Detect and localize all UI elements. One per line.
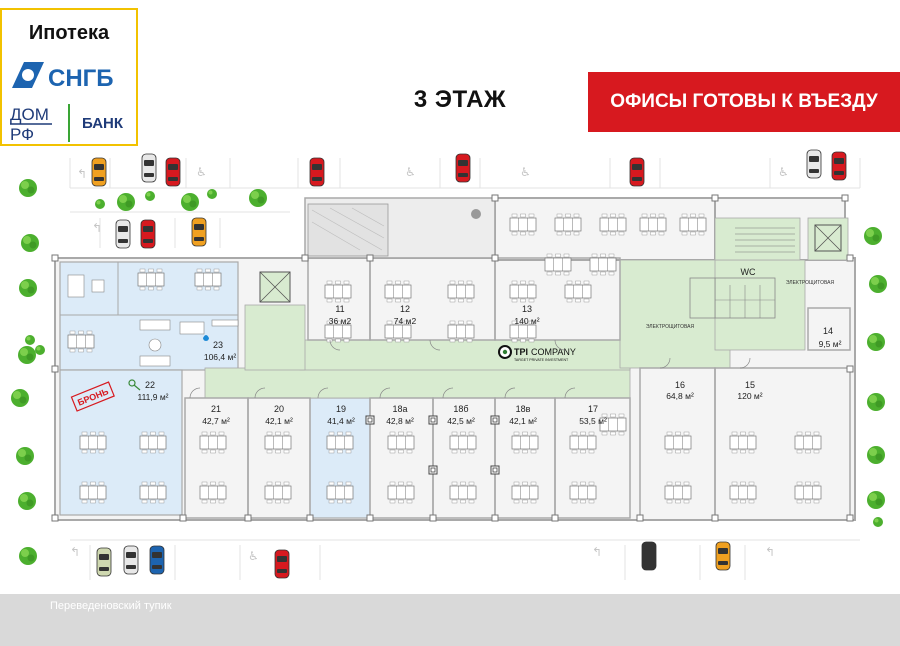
room-16-area: 64,8 м² <box>666 391 694 401</box>
domrf-bank-word: БАНК <box>82 115 124 132</box>
room-11-area: 36 м2 <box>329 316 352 326</box>
room-23-area: 106,4 м² <box>204 352 236 362</box>
room-22-area: 111,9 м² <box>137 392 168 402</box>
courtyard-planter <box>307 203 389 257</box>
svg-text:♿: ♿ <box>196 165 207 179</box>
room-18b-area: 42,5 м² <box>447 416 475 426</box>
room-23-number: 23 <box>213 340 223 350</box>
room-14-number: 14 <box>823 326 833 336</box>
mortgage-label: Ипотека <box>28 22 110 44</box>
key-icon <box>128 379 141 391</box>
svg-text:↰: ↰ <box>70 545 80 559</box>
room-20-number: 20 <box>274 404 284 414</box>
parking-markings <box>69 158 861 580</box>
room-13-area: 140 м² <box>514 316 539 326</box>
room-12-area: 74 м2 <box>394 316 417 326</box>
svg-text:♿: ♿ <box>778 165 789 179</box>
bank-logos-panel: Ипотека СНГБ ДОМ РФ БАНК <box>0 8 138 146</box>
stairs <box>735 227 795 253</box>
room-17-number: 17 <box>588 404 598 414</box>
svg-text:↰: ↰ <box>592 545 602 559</box>
street <box>0 594 900 646</box>
svg-text:ЭЛЕКТРОЩИТОВАЯ: ЭЛЕКТРОЩИТОВАЯ <box>646 324 695 330</box>
water-cooler-icon <box>203 335 209 341</box>
room-21-number: 21 <box>211 404 221 414</box>
floor-title: 3 ЭТАЖ <box>413 86 507 113</box>
domrf-bank-logo: ДОМ РФ БАНК <box>10 104 124 144</box>
parking-symbols: ↰ ↰ ↰ ↰ ↰ ♿ ♿ ♿ ♿ ♿ <box>70 165 789 563</box>
floor-plan: WC ЭЛЕКТРОЩИТОВАЯ ЭЛЕКТРОЩИТОВАЯ <box>11 149 887 580</box>
room-18v-area: 42,1 м² <box>509 416 537 426</box>
tenant-logo-word: COMPANY <box>531 347 576 357</box>
room-18v-number: 18в <box>516 404 531 414</box>
room-16-number: 16 <box>675 380 685 390</box>
sngb-bank-logo: СНГБ <box>12 62 114 92</box>
svg-text:↰: ↰ <box>92 221 102 235</box>
room-17-area: 53,5 м² <box>579 416 607 426</box>
svg-text:♿: ♿ <box>248 549 259 563</box>
doors <box>189 339 751 399</box>
offices-ready-banner: ОФИСЫ ГОТОВЫ К ВЪЕЗДУ <box>588 72 900 132</box>
room-18a-area: 42,8 м² <box>386 416 414 426</box>
room-18a-number: 18а <box>392 404 407 414</box>
room-19-number: 19 <box>336 404 346 414</box>
domrf-line1: ДОМ <box>10 105 49 124</box>
tenant-logo: TPI COMPANY TARGET PRIVATE INVESTMENT <box>498 345 576 362</box>
wc-label: WC <box>741 267 756 277</box>
room-21-area: 42,7 м² <box>202 416 230 426</box>
svg-text:ЭЛЕКТРОЩИТОВАЯ: ЭЛЕКТРОЩИТОВАЯ <box>786 280 835 286</box>
svg-text:↰: ↰ <box>77 167 87 181</box>
domrf-line2: РФ <box>10 125 34 144</box>
room-22-number: 22 <box>145 380 155 390</box>
room-labels: 11 36 м2 12 74 м2 13 140 м² 14 9,5 м² 15… <box>137 304 841 426</box>
svg-text:↰: ↰ <box>765 545 775 559</box>
room-15-number: 15 <box>745 380 755 390</box>
room-11-number: 11 <box>335 304 344 314</box>
sngb-name: СНГБ <box>48 65 114 92</box>
street-name: Переведеновский тупик <box>50 600 172 612</box>
tenant-logo-mark: TPI <box>514 347 528 357</box>
room-13-number: 13 <box>522 304 532 314</box>
room-14-area: 9,5 м² <box>819 339 842 349</box>
tenant-logo-sub: TARGET PRIVATE INVESTMENT <box>514 358 569 362</box>
room-12-number: 12 <box>400 304 410 314</box>
room-19-area: 41,4 м² <box>327 416 355 426</box>
svg-text:♿: ♿ <box>405 165 416 179</box>
room-18b-number: 18б <box>453 404 468 414</box>
svg-text:♿: ♿ <box>520 165 531 179</box>
room-20-area: 42,1 м² <box>265 416 293 426</box>
room-15-area: 120 м² <box>737 391 762 401</box>
